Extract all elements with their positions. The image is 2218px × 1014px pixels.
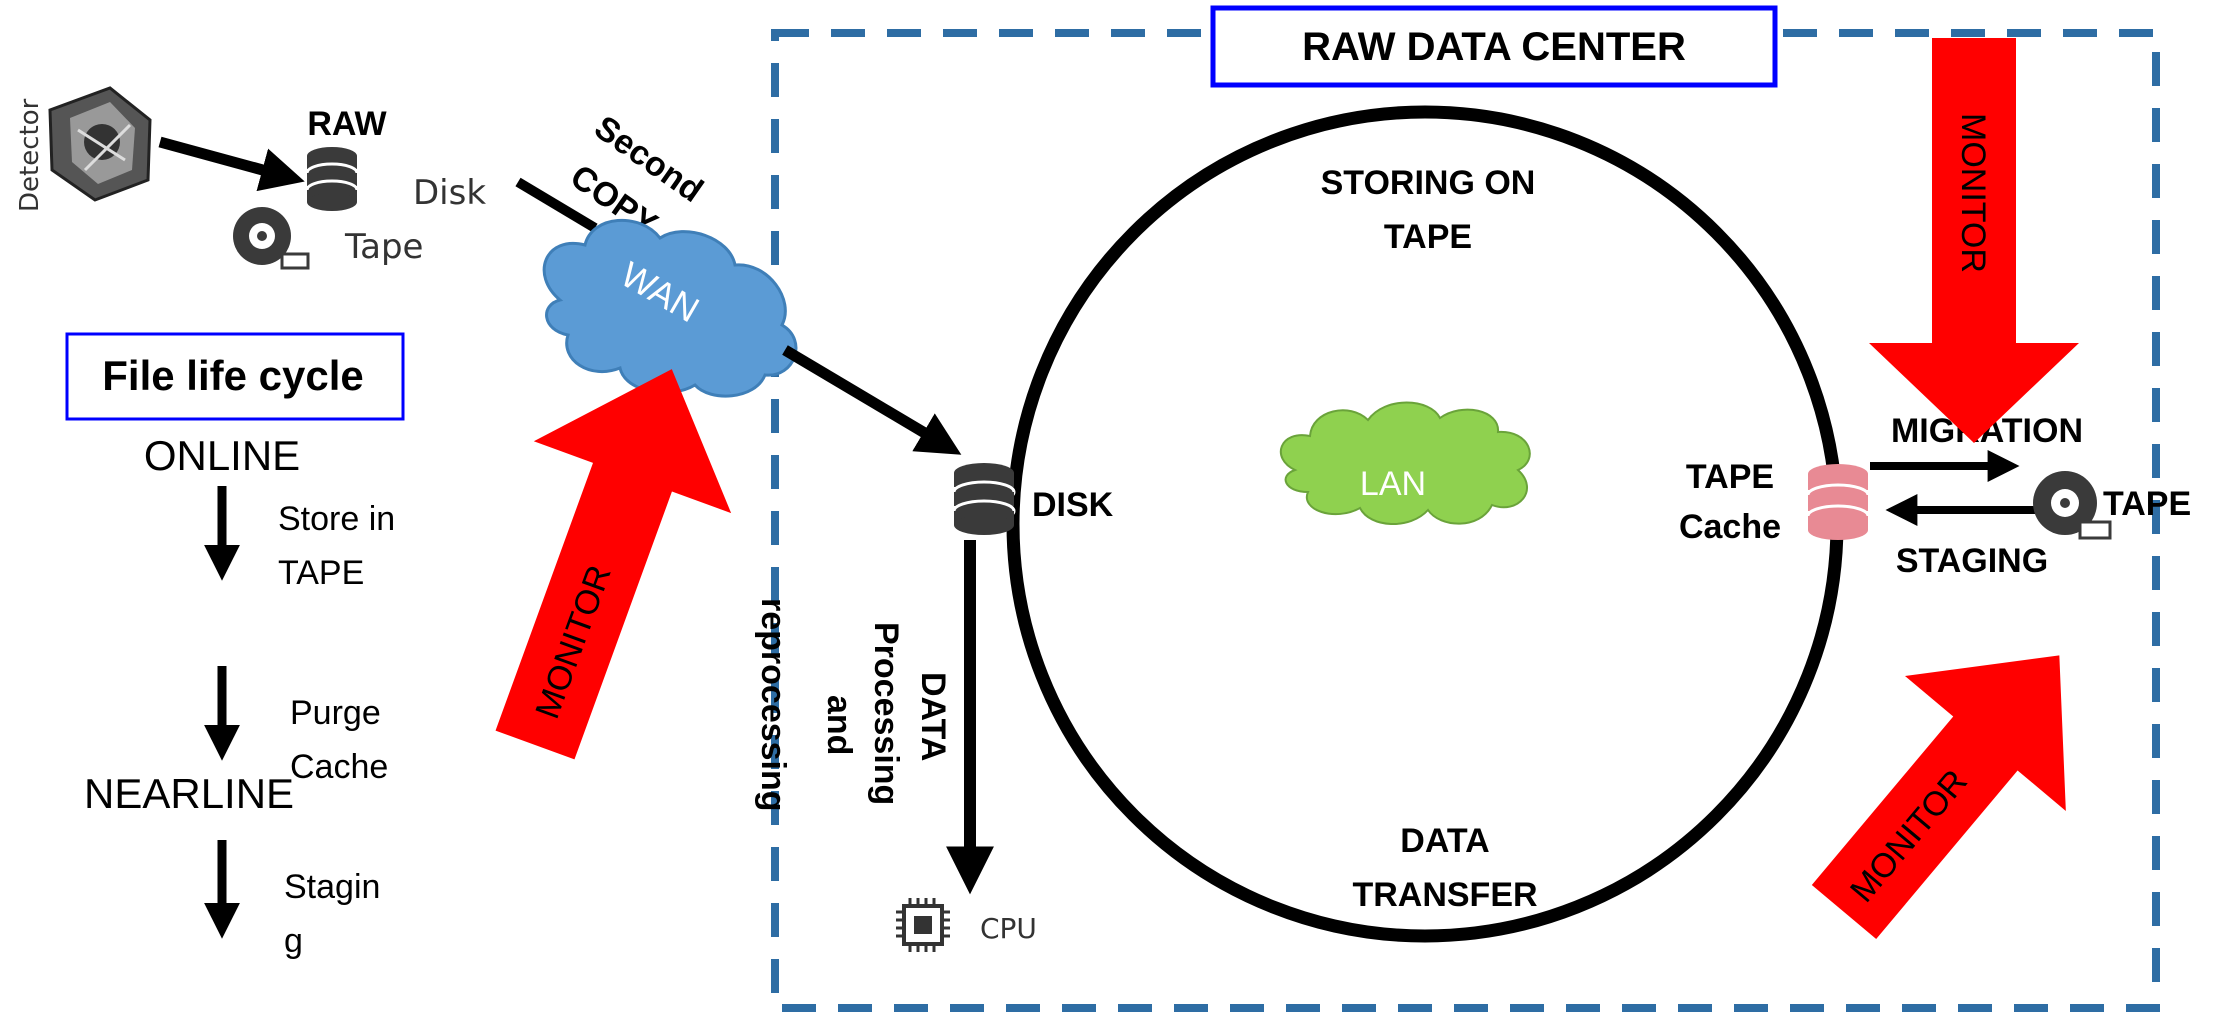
tape-label-top: Tape: [344, 227, 423, 267]
disk-label: DISK: [1032, 486, 1114, 524]
reprocessing-label: reprocessing: [754, 598, 792, 812]
nearline-label: NEARLINE: [84, 770, 294, 817]
tape-reel-icon-top: [233, 207, 310, 270]
lifecycle-title-box: [65, 332, 405, 421]
storing-on-tape-label-2: TAPE: [1384, 218, 1472, 256]
detector-to-raw-arrow: [158, 136, 305, 192]
raw-database-icon: [305, 147, 359, 211]
detector-label: Detector: [15, 98, 45, 212]
tape-cache-database-icon: [1806, 464, 1870, 540]
data-processing-label: DATA: [914, 672, 952, 761]
monitor-arrow-top: MONITOR: [1869, 38, 2079, 443]
wan-to-disk-arrow: [782, 345, 962, 455]
raw-data-center-title-box: [1210, 5, 1778, 88]
raw-data-center-title: RAW DATA CENTER: [1302, 25, 1686, 69]
staging-label: STAGING: [1896, 542, 2048, 580]
store-label: Store in: [278, 500, 395, 538]
tape-reel-icon: [2033, 471, 2112, 540]
wan-cloud-icon: [542, 218, 798, 398]
lan-cloud-icon: [1279, 401, 1531, 525]
monitor-arrow-bottom: MONITOR: [1811, 655, 2066, 939]
storing-on-tape-label: STORING ON: [1321, 164, 1536, 202]
staging-lifecycle-label: Stagin: [284, 868, 380, 906]
purge-label-2: Cache: [290, 748, 388, 786]
lifecycle-title: File life cycle: [102, 352, 363, 399]
tape-cache-label: TAPE: [1686, 458, 1774, 496]
monitor-arrow-left: MONITOR: [495, 369, 732, 760]
data-transfer-label: DATA: [1400, 822, 1489, 860]
disk-label-top: Disk: [413, 173, 486, 213]
data-processing-label-2: Processing: [867, 622, 905, 805]
lan-label: LAN: [1360, 465, 1426, 503]
tape-label-right: TAPE: [2103, 485, 2191, 523]
disk-database-icon: [952, 463, 1016, 535]
staging-lifecycle-label-2: g: [284, 922, 303, 960]
raw-label: RAW: [307, 105, 387, 143]
cpu-label: CPU: [980, 912, 1037, 945]
cpu-chip-icon: [896, 898, 950, 952]
disk-to-wan-line: [515, 177, 598, 233]
tape-cache-label-2: Cache: [1679, 508, 1781, 546]
online-label: ONLINE: [144, 432, 300, 479]
data-transfer-label-2: TRANSFER: [1352, 876, 1537, 914]
data-processing-label-3: and: [820, 695, 858, 755]
store-label-2: TAPE: [278, 554, 364, 592]
detector-icon: [48, 86, 152, 202]
monitor-label-top: MONITOR: [1954, 113, 1992, 273]
purge-label: Purge: [290, 694, 381, 732]
